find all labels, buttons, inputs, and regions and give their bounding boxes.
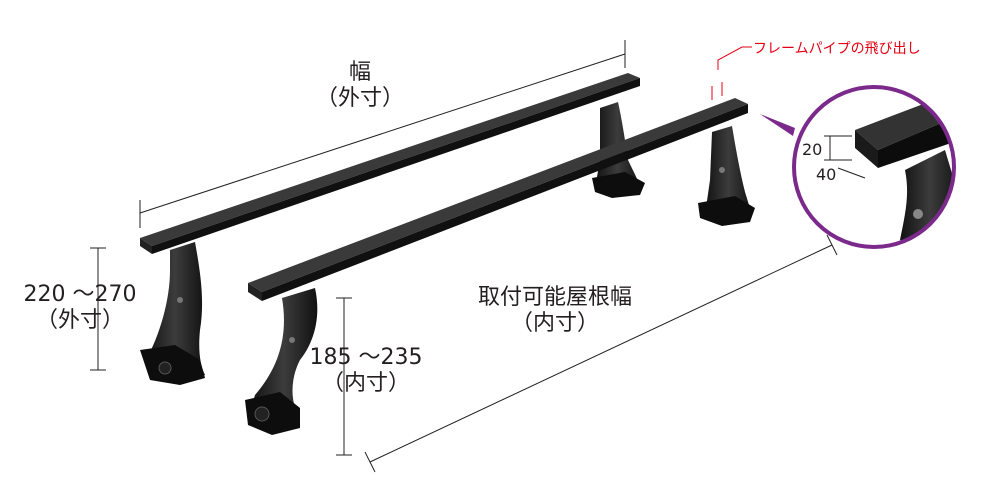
roof-width-dimension-line (364, 234, 838, 473)
inner-height-dimension-line (336, 297, 352, 456)
inner-height-sub: （内寸） (321, 371, 410, 396)
section-dimension-lines (824, 135, 866, 179)
outer-height-sub: （外寸） (35, 308, 124, 333)
detail-width-label: 40 (816, 165, 837, 184)
inner-height-value: 185 ～235 (309, 345, 423, 370)
outer-height-value: 220 ～270 (23, 282, 137, 307)
rear-crossbar (140, 73, 640, 254)
inner-height-label: 185 ～235 （内寸） (296, 345, 436, 397)
detail-magnifier (760, 85, 956, 249)
rear-left-foot (140, 242, 205, 385)
width-dimension-line (139, 40, 626, 228)
front-left-foot (245, 288, 318, 435)
width-outer-label: 幅 （外寸） (305, 60, 415, 112)
outer-height-dimension-line (90, 247, 106, 371)
roof-width-title: 取付可能屋根幅 (477, 285, 632, 310)
outer-height-label: 220 ～270 （外寸） (10, 282, 150, 334)
width-outer-sub: （外寸） (315, 86, 404, 111)
width-outer-title: 幅 (348, 60, 371, 85)
pipe-protrusion-label: フレームパイプの飛び出し (753, 41, 921, 57)
pipe-protrusion-callout (711, 46, 752, 100)
front-right-foot (698, 126, 755, 226)
roof-width-sub: （内寸） (510, 311, 599, 336)
front-crossbar (248, 98, 748, 301)
roof-width-label: 取付可能屋根幅 （内寸） (455, 285, 655, 337)
detail-height-label: 20 (802, 140, 823, 159)
